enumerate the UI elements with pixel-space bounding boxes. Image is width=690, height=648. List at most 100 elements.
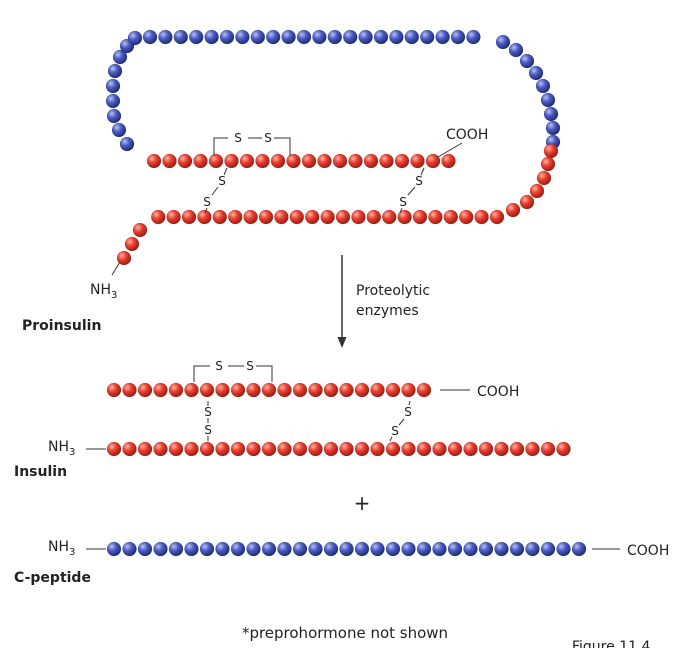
proinsulin-molecule: S S S S S S COOH NH3 Proinsulin	[22, 29, 561, 334]
amino-acid-bead	[519, 53, 535, 69]
amino-acid-bead	[181, 209, 197, 225]
amino-acid-bead	[432, 541, 447, 557]
proinsulin-title: Proinsulin	[22, 318, 101, 334]
amino-acid-bead	[425, 153, 441, 169]
down-arrow-icon	[337, 255, 347, 348]
amino-acid-bead	[509, 541, 525, 557]
amino-acid-bead	[281, 29, 296, 45]
amino-acid-bead	[385, 441, 401, 457]
amino-acid-bead	[540, 441, 556, 457]
amino-acid-bead	[243, 209, 258, 225]
amino-acid-bead	[106, 441, 122, 457]
amino-acid-bead	[168, 382, 184, 398]
amino-acid-bead	[358, 29, 373, 45]
amino-acid-bead	[385, 382, 401, 398]
amino-acid-bead	[112, 49, 128, 65]
svg-text:S: S	[204, 405, 212, 419]
amino-acid-bead	[323, 382, 339, 398]
amino-acid-bead	[153, 382, 168, 398]
amino-acid-bead	[370, 382, 385, 398]
amino-acid-bead	[239, 153, 255, 169]
proinsulin-intrachain-disulfide: S S	[213, 131, 291, 156]
proinsulin-nh3-label: NH3	[90, 282, 117, 301]
insulin-nh3-label: NH3	[48, 439, 75, 458]
insulin-b-chain	[106, 441, 571, 457]
amino-acid-bead	[450, 29, 466, 45]
amino-acid-bead	[525, 441, 540, 457]
amino-acid-bead	[312, 29, 327, 45]
svg-text:S: S	[218, 174, 226, 188]
insulin-intrachain-disulfide: S S	[193, 359, 273, 382]
proinsulin-interchain-disulfide-left: S S	[203, 167, 228, 214]
amino-acid-bead	[404, 29, 420, 45]
amino-acid-bead	[230, 541, 246, 557]
amino-acid-bead	[255, 153, 270, 169]
amino-acid-bead	[463, 541, 478, 557]
amino-acid-bead	[235, 29, 250, 45]
amino-acid-bead	[348, 153, 363, 169]
amino-acid-bead	[277, 441, 292, 457]
amino-acid-bead	[119, 136, 135, 152]
amino-acid-bead	[215, 441, 230, 457]
amino-acid-bead	[274, 209, 289, 225]
amino-acid-bead	[107, 63, 123, 79]
amino-acid-bead	[122, 441, 137, 457]
amino-acid-bead	[342, 29, 358, 45]
amino-acid-bead	[320, 209, 335, 225]
amino-acid-bead	[401, 441, 416, 457]
amino-acid-bead	[122, 541, 137, 557]
amino-acid-bead	[188, 29, 204, 45]
amino-acid-bead	[250, 29, 266, 45]
amino-acid-bead	[495, 34, 511, 50]
c-peptide-chain	[106, 541, 587, 557]
amino-acid-bead	[153, 541, 168, 557]
amino-acid-bead	[230, 441, 246, 457]
amino-acid-bead	[351, 209, 366, 225]
amino-acid-bead	[416, 382, 432, 398]
amino-acid-bead	[111, 122, 127, 138]
svg-text:S: S	[415, 174, 423, 188]
amino-acid-bead	[354, 382, 370, 398]
amino-acid-bead	[474, 209, 489, 225]
amino-acid-bead	[261, 541, 277, 557]
amino-acid-bead	[184, 441, 199, 457]
amino-acid-bead	[106, 541, 122, 557]
amino-acid-bead	[381, 209, 397, 225]
c-peptide-title: C-peptide	[14, 570, 91, 586]
amino-acid-bead	[536, 170, 552, 186]
amino-acid-bead	[227, 209, 243, 225]
amino-acid-bead	[370, 541, 385, 557]
amino-acid-bead	[447, 541, 463, 557]
amino-acid-bead	[137, 441, 153, 457]
amino-acid-bead	[317, 153, 332, 169]
amino-acid-bead	[116, 250, 132, 266]
amino-acid-bead	[571, 541, 587, 557]
amino-acid-bead	[366, 209, 382, 225]
amino-acid-bead	[296, 29, 312, 45]
insulin-cooh-label: COOH	[477, 384, 519, 400]
amino-acid-bead	[168, 441, 184, 457]
svg-text:S: S	[203, 195, 211, 209]
amino-acid-bead	[199, 541, 215, 557]
amino-acid-bead	[215, 541, 230, 557]
amino-acid-bead	[261, 382, 277, 398]
amino-acid-bead	[489, 209, 505, 225]
amino-acid-bead	[394, 153, 410, 169]
svg-text:S: S	[204, 423, 212, 437]
amino-acid-bead	[363, 153, 379, 169]
amino-acid-bead	[193, 153, 208, 169]
svg-text:S: S	[404, 405, 412, 419]
amino-acid-bead	[385, 541, 401, 557]
enzymes-label-line2: enzymes	[356, 303, 419, 319]
svg-text:S: S	[234, 131, 242, 145]
amino-acid-bead	[158, 29, 173, 45]
amino-acid-bead	[127, 30, 143, 46]
proteolytic-enzymes-step: Proteolytic enzymes	[337, 255, 430, 348]
amino-acid-bead	[270, 153, 286, 169]
amino-acid-bead	[370, 441, 385, 457]
c-peptide-cooh-label: COOH	[627, 543, 669, 559]
amino-acid-bead	[478, 541, 494, 557]
amino-acid-bead	[339, 382, 354, 398]
amino-acid-bead	[505, 202, 521, 218]
amino-acid-bead	[246, 382, 261, 398]
